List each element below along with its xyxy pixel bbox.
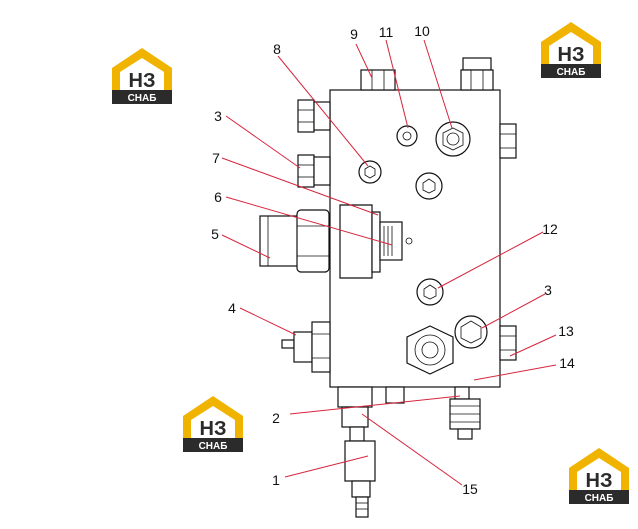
fitting-right-13 (499, 325, 517, 361)
fitting-left-3 (297, 154, 331, 188)
callout-8: 8 (273, 41, 281, 57)
callout-14: 14 (559, 355, 575, 371)
callout-11: 11 (379, 24, 394, 40)
fitting-left-8 (297, 99, 331, 133)
logo-bottom-right: НЗ СНАБ (569, 448, 629, 504)
callout-6: 6 (214, 189, 222, 205)
logo-mark: НЗ (129, 70, 156, 92)
port-large (406, 325, 454, 375)
callout-3-right: 3 (544, 282, 552, 298)
fitting-top-right (460, 57, 494, 91)
callout-9: 9 (350, 26, 358, 42)
port-3-right (454, 315, 488, 349)
fitting-right-top (499, 123, 517, 159)
callout-13: 13 (558, 323, 574, 339)
logo-mark: НЗ (586, 470, 613, 492)
logo-mark: НЗ (200, 418, 227, 440)
port-11 (396, 125, 418, 147)
fitting-bottom-right (449, 386, 481, 440)
logo-subtext: СНАБ (128, 93, 157, 104)
callout-labels: 1 2 3 3 4 5 6 7 8 9 10 11 12 13 14 15 (211, 23, 575, 497)
callout-5: 5 (211, 226, 219, 242)
callout-15: 15 (462, 481, 478, 497)
port-12 (416, 278, 444, 306)
cutaway-detail (339, 204, 413, 279)
logo-bottom-left: НЗ СНАБ (183, 396, 243, 452)
callout-7: 7 (212, 150, 220, 166)
logo-subtext: СНАБ (585, 493, 614, 504)
port-8 (358, 160, 382, 184)
fitting-top-9 (360, 69, 396, 91)
fitting-left-4 (281, 321, 331, 373)
callout-4: 4 (228, 300, 236, 316)
logo-subtext: СНАБ (199, 441, 228, 452)
logo-mark: НЗ (558, 44, 585, 66)
port-10 (435, 121, 471, 157)
fitting-bottom-left (337, 386, 376, 518)
port-center (415, 172, 443, 200)
callout-2: 2 (272, 410, 280, 426)
fitting-bottom-mid (385, 386, 405, 404)
leader-lines (221, 39, 557, 486)
callout-12: 12 (542, 221, 558, 237)
fitting-left-5 (259, 209, 330, 273)
logo-top-left: НЗ СНАБ (112, 48, 172, 104)
callout-3-left: 3 (214, 108, 222, 124)
callout-1: 1 (272, 472, 280, 488)
callout-10: 10 (414, 23, 430, 39)
logo-top-right: НЗ СНАБ (541, 22, 601, 78)
logo-subtext: СНАБ (557, 67, 586, 78)
